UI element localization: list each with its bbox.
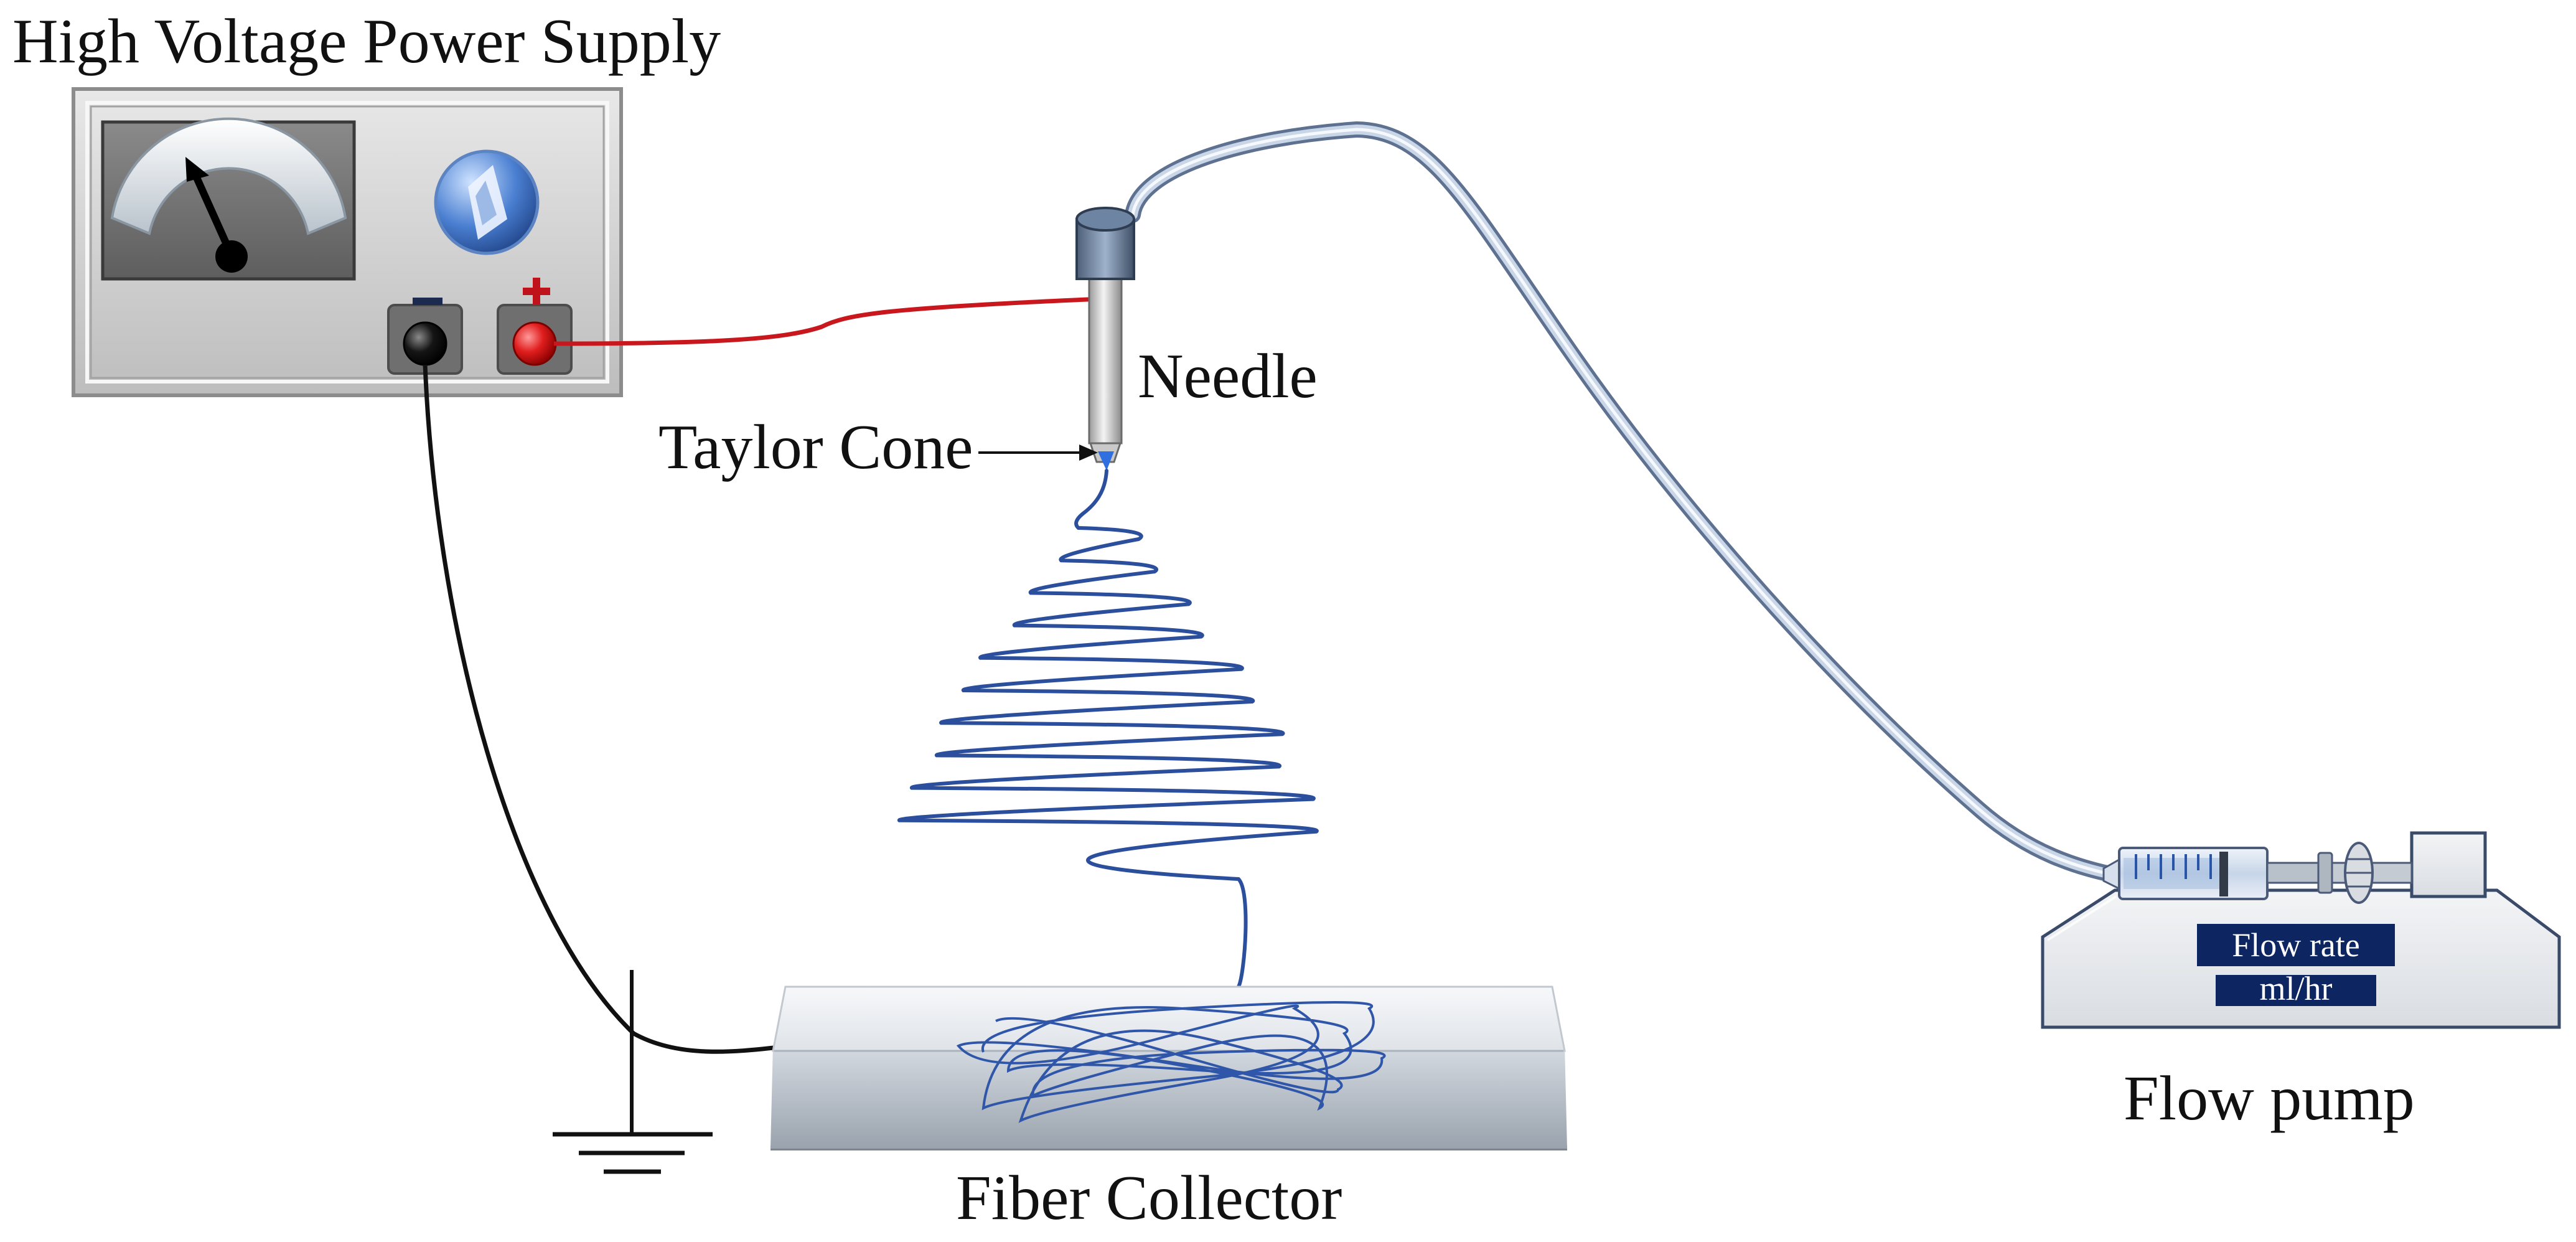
voltage-meter bbox=[101, 117, 356, 281]
positive-terminal[interactable] bbox=[497, 278, 573, 375]
flow-rate-text: Flow rate bbox=[2232, 926, 2359, 964]
power-supply-label: High Voltage Power Supply bbox=[12, 6, 721, 77]
flow-rate-panel: Flow rate ml/hr bbox=[2197, 924, 2395, 1007]
pump-end-block bbox=[2410, 831, 2487, 898]
positive-sign-icon bbox=[523, 278, 550, 305]
meter-pivot bbox=[215, 240, 248, 273]
fiber-collector-label: Fiber Collector bbox=[956, 1163, 1342, 1233]
taylor-cone-label: Taylor Cone bbox=[658, 412, 973, 482]
needle-assembly bbox=[1075, 207, 1135, 471]
meter-needle bbox=[189, 166, 235, 259]
flow-rate-box bbox=[2197, 924, 2395, 966]
needle-shaft bbox=[1088, 273, 1123, 445]
flow-unit-box bbox=[2216, 975, 2376, 1006]
needle-label: Needle bbox=[1138, 341, 1318, 412]
syringe-plunger-seal bbox=[2219, 852, 2228, 896]
taylor-cone-tip bbox=[1098, 451, 1114, 471]
pump-screw-icon bbox=[2344, 842, 2374, 904]
fiber-jet bbox=[897, 469, 1319, 989]
negative-terminal[interactable] bbox=[387, 298, 463, 375]
flow-pump-label: Flow pump bbox=[2124, 1063, 2415, 1134]
positive-wire bbox=[553, 296, 1102, 346]
taylor-cone-arrow bbox=[978, 445, 1098, 461]
negative-sign-icon bbox=[413, 298, 443, 305]
tubing-outline bbox=[1125, 121, 2130, 885]
syringe-scale-ticks bbox=[2135, 854, 2212, 879]
flow-unit-text: ml/hr bbox=[2260, 970, 2333, 1007]
ground-symbol-icon bbox=[553, 970, 713, 1174]
syringe-plunger-rod bbox=[2266, 862, 2320, 884]
voltage-knob[interactable] bbox=[434, 149, 540, 255]
fiber-mat bbox=[956, 1001, 1386, 1123]
tubing bbox=[1128, 124, 2127, 882]
syringe bbox=[2102, 842, 2413, 904]
ground-wire bbox=[423, 364, 780, 1054]
